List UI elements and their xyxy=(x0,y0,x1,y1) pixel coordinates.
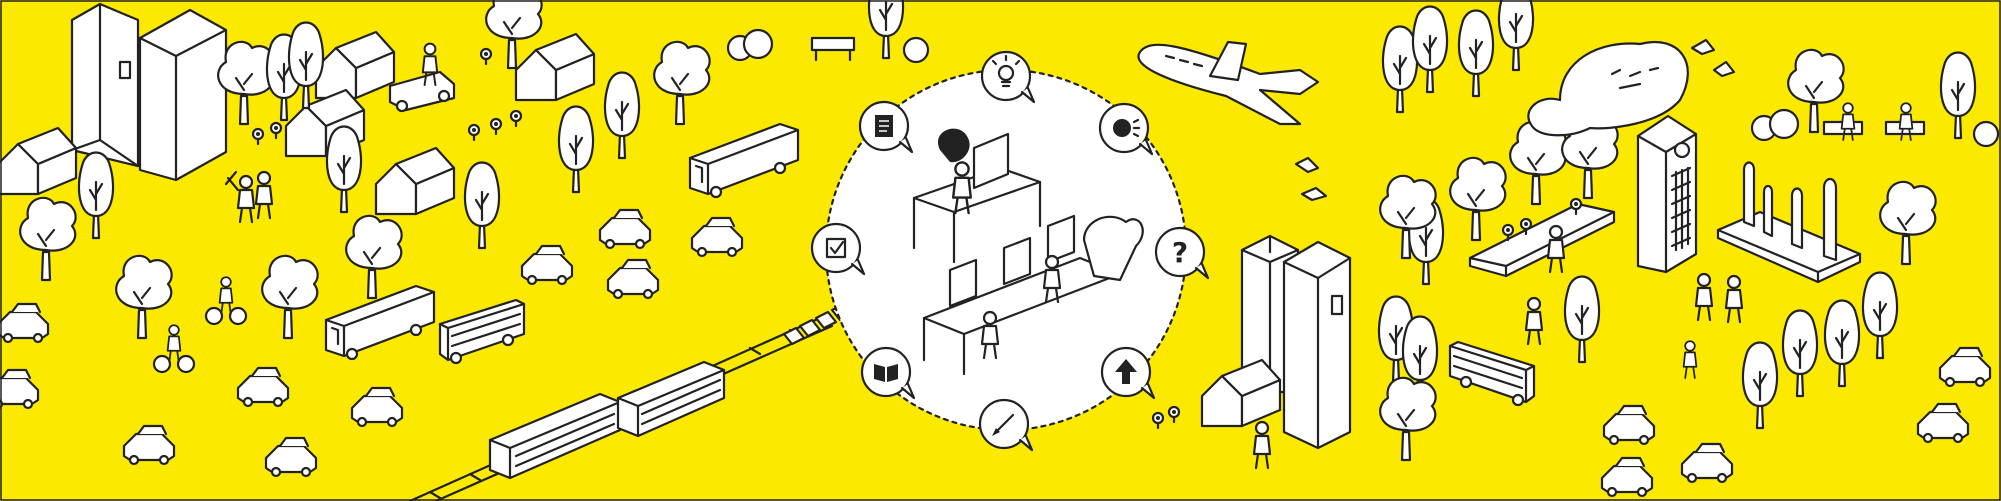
tree-3 xyxy=(261,254,319,340)
bus-1 xyxy=(438,298,526,365)
cypress-5 xyxy=(557,105,595,194)
house-3 xyxy=(374,146,456,216)
tree-r2 xyxy=(1449,156,1507,242)
bus-right xyxy=(1448,340,1536,407)
tower-building-left xyxy=(70,2,140,168)
cypress-r9 xyxy=(1741,341,1779,430)
tower-building-mid xyxy=(138,8,228,182)
bushes-right xyxy=(1750,108,2000,148)
flower-3 xyxy=(467,123,481,142)
person-r1 xyxy=(1252,420,1272,470)
flower-2 xyxy=(269,121,283,140)
cypress-8 xyxy=(867,0,905,60)
tree-4 xyxy=(345,214,403,300)
animal-group xyxy=(224,170,274,224)
car-9 xyxy=(606,258,660,300)
tree-1 xyxy=(19,196,77,282)
car-r1 xyxy=(1602,404,1656,446)
right-district xyxy=(1137,0,2000,498)
tree-7 xyxy=(653,40,711,126)
cypress-r4 xyxy=(1497,0,1535,72)
cypress-7 xyxy=(463,161,501,250)
car-1 xyxy=(0,302,50,344)
central-office-circle: ? xyxy=(810,50,1210,452)
car-8 xyxy=(598,208,652,250)
question-icon: ? xyxy=(1154,226,1210,280)
car-7 xyxy=(520,244,574,286)
clock-tower xyxy=(1636,114,1698,274)
car-3 xyxy=(236,366,290,408)
book-icon xyxy=(860,346,916,400)
tree-r5 xyxy=(1379,376,1437,462)
cypress-r12 xyxy=(1861,271,1899,360)
flower-1 xyxy=(251,127,265,146)
pencil-icon xyxy=(978,398,1034,452)
car-4 xyxy=(122,424,176,466)
car-r4 xyxy=(1916,402,1970,444)
thought-cloud xyxy=(1527,41,1689,137)
cypress-r11 xyxy=(1823,299,1861,388)
bench-top xyxy=(810,36,856,62)
question-mark: ? xyxy=(1172,236,1188,269)
cypress-r3 xyxy=(1457,9,1495,98)
cypress-6 xyxy=(603,71,641,160)
checkbox-icon xyxy=(810,222,866,276)
cyclist-2 xyxy=(152,324,196,374)
flower-4 xyxy=(489,117,503,136)
person-r5 xyxy=(1682,340,1698,379)
cypress-r13 xyxy=(1939,51,1977,140)
person-r2 xyxy=(1524,296,1544,346)
train xyxy=(488,360,726,480)
document-icon xyxy=(858,100,914,154)
car-6 xyxy=(264,436,318,478)
house-4 xyxy=(514,32,596,102)
cypress-4 xyxy=(325,125,363,214)
car-r5 xyxy=(1938,346,1992,388)
planter-bench xyxy=(1468,197,1616,278)
bushes-top xyxy=(726,28,930,64)
lightbulb-icon xyxy=(980,50,1036,104)
tree-r7 xyxy=(1879,180,1937,266)
cypress-1 xyxy=(77,151,115,240)
car-r2 xyxy=(1600,456,1654,498)
car-5 xyxy=(350,386,404,428)
birds xyxy=(1294,38,1736,202)
flower-r2 xyxy=(1167,405,1181,424)
left-district xyxy=(0,0,930,501)
airplane xyxy=(1137,40,1320,126)
house-1 xyxy=(314,30,396,100)
cypress-r10 xyxy=(1781,309,1819,398)
workstation-bottom xyxy=(922,214,1144,376)
flower-6 xyxy=(479,47,493,66)
speech-icon xyxy=(1098,102,1154,156)
workstation-top xyxy=(912,128,1042,264)
person-r4 xyxy=(1724,274,1744,324)
cactus-planter xyxy=(1716,161,1862,284)
cypress-r8 xyxy=(1563,275,1601,364)
car-r3 xyxy=(1680,442,1734,484)
tree-2 xyxy=(115,254,173,340)
car-10 xyxy=(690,216,744,258)
twin-tower-right xyxy=(1282,240,1352,450)
truck-1 xyxy=(688,122,800,199)
park-bench-2 xyxy=(1884,102,1926,141)
house-right xyxy=(1200,358,1282,428)
cyclist-1 xyxy=(204,276,248,326)
tiger-mower xyxy=(388,42,456,113)
up-arrow-icon xyxy=(1100,346,1156,400)
flower-5 xyxy=(509,109,523,128)
park-bench-1 xyxy=(1822,102,1864,141)
car-2 xyxy=(0,368,40,410)
house-left xyxy=(0,126,78,196)
flower-r1 xyxy=(1151,411,1165,430)
cypress-r2 xyxy=(1411,5,1449,94)
truck-2 xyxy=(324,284,436,361)
person-r3 xyxy=(1694,272,1714,322)
